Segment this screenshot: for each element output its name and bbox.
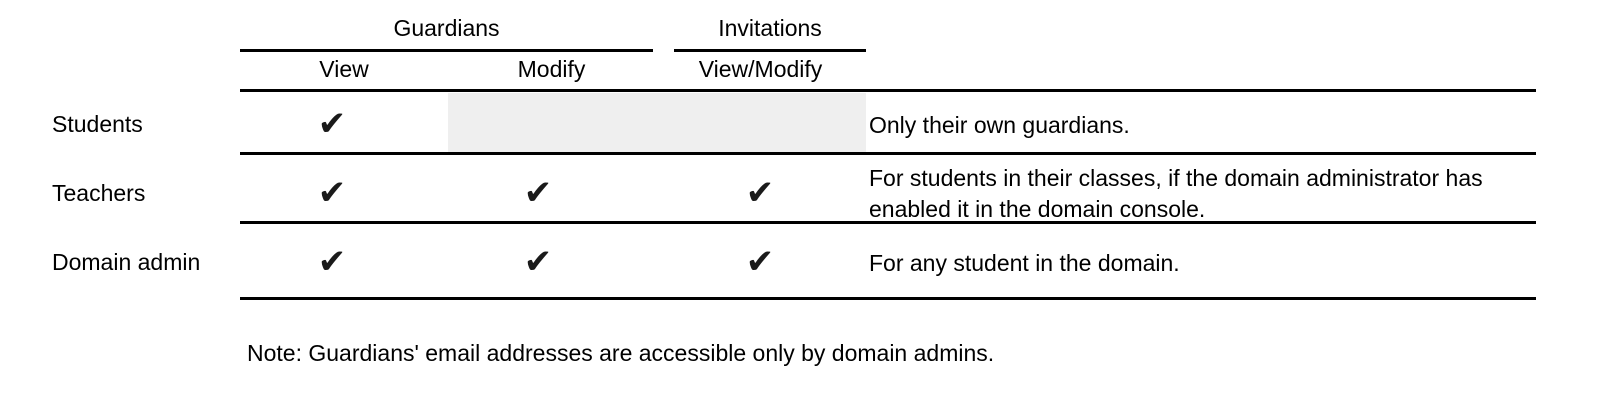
table-cell-teachers-note: For students in their classes, if the do… — [869, 165, 1483, 222]
column-header-view-modify: View/Modify — [698, 56, 823, 82]
column-group-rule-invitations — [674, 49, 866, 52]
table-cell-students-guardians-view: ✔ — [317, 104, 347, 144]
table-bottom-rule — [240, 297, 1536, 300]
table-row-rule-1 — [240, 152, 1536, 155]
table-cell-teachers-invitations-view-modify: ✔ — [745, 173, 775, 213]
column-group-rule-guardians — [240, 49, 653, 52]
table-cell-domain-admin-guardians-view: ✔ — [317, 242, 347, 282]
table-row-header-students: Students — [52, 111, 143, 137]
table-cell-domain-admin-note: For any student in the domain. — [869, 250, 1180, 276]
table-row-rule-2 — [240, 221, 1536, 224]
table-cell-students-note: Only their own guardians. — [869, 112, 1130, 138]
table-cell-teachers-guardians-view: ✔ — [317, 173, 347, 213]
table-row-header-teachers: Teachers — [52, 180, 146, 206]
column-group-header-invitations: Invitations — [718, 15, 822, 41]
table-cell-shaded-students-modify-invitations — [448, 93, 866, 153]
table-header-rule — [240, 89, 1536, 92]
column-header-view: View — [319, 56, 369, 82]
column-group-header-guardians: Guardians — [393, 15, 500, 41]
table-cell-domain-admin-invitations-view-modify: ✔ — [745, 242, 775, 282]
table-cell-teachers-guardians-modify: ✔ — [523, 173, 553, 213]
table-cell-domain-admin-guardians-modify: ✔ — [523, 242, 553, 282]
table-row-header-domain-admin: Domain admin — [52, 249, 201, 275]
column-header-modify: Modify — [517, 56, 586, 82]
footer-note: Note: Guardians' email addresses are acc… — [247, 340, 995, 366]
